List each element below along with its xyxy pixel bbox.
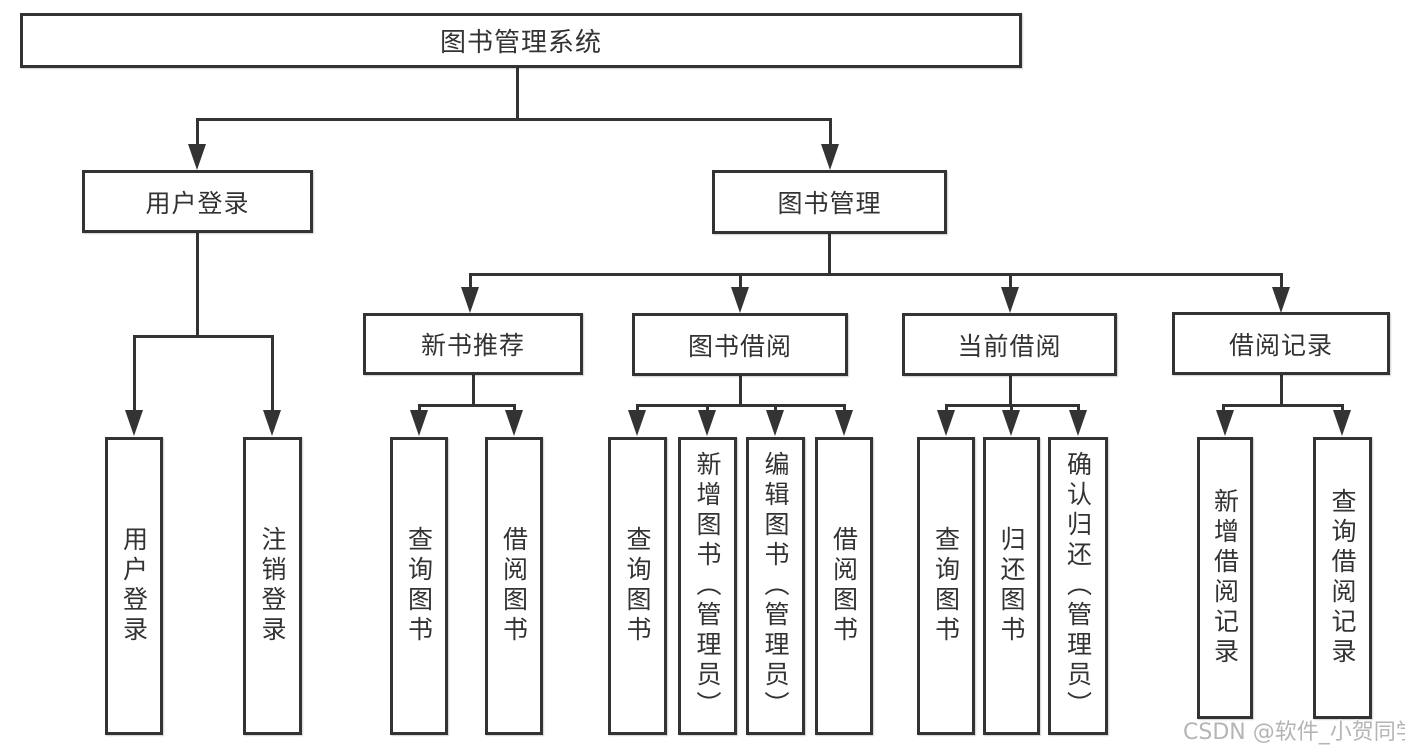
node-root: 图书管理系统 <box>20 13 1022 68</box>
arrow-down-icon <box>461 287 479 313</box>
node-label: 新增借阅记录 <box>1210 488 1240 668</box>
connector-line <box>469 273 1283 276</box>
node-logout: 注销登录 <box>243 437 302 735</box>
node-label: 借阅记录 <box>1228 330 1333 360</box>
node-edit-book-admin: 编辑图书（管理员） <box>746 437 805 735</box>
arrow-down-icon <box>698 410 716 436</box>
connector-line <box>1077 404 1080 414</box>
connector-line <box>843 404 846 414</box>
connector-line <box>1010 404 1013 414</box>
connector-line <box>469 273 472 291</box>
connector-line <box>1341 404 1344 414</box>
node-label: 用户登录 <box>145 188 250 218</box>
connector-line <box>636 404 846 407</box>
node-label: 当前借阅 <box>957 331 1062 361</box>
connector-line <box>1222 404 1344 407</box>
arrow-down-icon <box>937 410 955 436</box>
connector-line <box>636 404 639 414</box>
connector-line <box>1222 404 1225 414</box>
node-label: 新书推荐 <box>420 331 525 360</box>
node-label: 查询图书 <box>931 526 961 646</box>
arrow-down-icon <box>188 144 206 170</box>
node-label: 图书借阅 <box>687 331 792 361</box>
arrow-down-icon <box>1272 287 1290 313</box>
connector-line <box>1009 273 1012 291</box>
connector-line <box>774 404 777 414</box>
node-query-book-3: 查询图书 <box>917 437 975 735</box>
node-label: 归还图书 <box>997 526 1026 646</box>
connector-line <box>945 404 948 414</box>
connector-line <box>472 375 475 407</box>
node-query-book-2: 查询图书 <box>608 437 667 735</box>
connector-line <box>513 404 516 414</box>
node-label: 用户登录 <box>119 526 149 646</box>
arrow-down-icon <box>835 410 853 436</box>
node-return-book: 归还图书 <box>983 437 1040 735</box>
node-confirm-return-admin: 确认归还（管理员） <box>1048 437 1108 735</box>
node-user-login: 用户登录 <box>82 170 313 233</box>
connector-line <box>271 335 274 412</box>
connector-line <box>196 118 832 121</box>
connector-line <box>1280 273 1283 291</box>
node-borrow-book-1: 借阅图书 <box>485 437 543 735</box>
node-book-borrow: 图书借阅 <box>632 313 848 376</box>
connector-line <box>1280 375 1283 407</box>
node-label: 借阅图书 <box>829 526 859 646</box>
node-label: 编辑图书（管理员） <box>761 451 790 721</box>
node-label: 查询图书 <box>404 526 434 646</box>
node-query-book-1: 查询图书 <box>390 437 448 735</box>
connector-line <box>418 404 421 414</box>
connector-line <box>706 404 709 414</box>
arrow-down-icon <box>821 144 839 170</box>
arrow-down-icon <box>1001 287 1019 313</box>
node-current-borrow: 当前借阅 <box>902 313 1117 376</box>
node-book-management: 图书管理 <box>712 170 947 234</box>
csdn-watermark: CSDN @软件_小贺同学 <box>1183 720 1405 745</box>
arrow-down-icon <box>505 410 523 436</box>
node-label: 新增图书（管理员） <box>693 451 722 721</box>
connector-line <box>516 68 519 118</box>
arrow-down-icon <box>1069 410 1087 436</box>
arrow-down-icon <box>1333 410 1351 436</box>
node-borrow-records: 借阅记录 <box>1172 312 1390 375</box>
node-borrow-book-2: 借阅图书 <box>815 437 873 735</box>
arrow-down-icon <box>766 410 784 436</box>
node-label: 图书管理系统 <box>439 28 602 58</box>
node-query-borrow-record: 查询借阅记录 <box>1313 437 1372 719</box>
connector-line <box>418 404 516 407</box>
node-add-book-admin: 新增图书（管理员） <box>678 437 737 735</box>
connector-line <box>739 376 742 407</box>
arrow-down-icon <box>125 410 143 436</box>
node-label: 借阅图书 <box>499 526 529 646</box>
node-label: 注销登录 <box>258 526 287 646</box>
node-label: 查询借阅记录 <box>1328 488 1357 668</box>
arrow-down-icon <box>410 410 428 436</box>
arrow-down-icon <box>263 410 281 436</box>
connector-line <box>1009 376 1012 407</box>
node-new-book-recommend: 新书推荐 <box>363 313 583 375</box>
arrow-down-icon <box>1216 410 1234 436</box>
arrow-down-icon <box>628 410 646 436</box>
connector-line <box>133 335 274 338</box>
node-label: 查询图书 <box>623 526 652 646</box>
connector-line <box>828 234 831 275</box>
node-label: 图书管理 <box>777 189 882 218</box>
node-user-login-leaf: 用户登录 <box>105 437 163 735</box>
arrow-down-icon <box>1002 410 1020 436</box>
node-add-borrow-record: 新增借阅记录 <box>1197 437 1253 719</box>
connector-line <box>196 118 199 148</box>
connector-line <box>133 335 136 412</box>
node-label: 确认归还（管理员） <box>1063 451 1093 721</box>
arrow-down-icon <box>731 287 749 313</box>
connector-line <box>829 118 832 148</box>
connector-line <box>196 233 199 337</box>
connector-line <box>739 273 742 291</box>
